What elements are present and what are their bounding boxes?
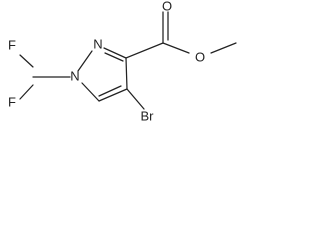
bond-n2-to-c3 <box>103 47 127 59</box>
bond-c4-to-br <box>126 88 145 110</box>
structure-svg: F F N N Br O O <box>8 0 237 123</box>
nitrogen-2-label: N <box>93 36 102 51</box>
nitrogen-1-label: N <box>70 68 79 83</box>
bond-f-top-to-chf2 <box>19 54 34 68</box>
bond-c4-to-c5-double-a <box>98 88 128 102</box>
bond-n2-to-c3-double <box>104 52 124 62</box>
bond-c3-to-c4 <box>125 57 128 90</box>
bond-c4-to-c5-double-b <box>98 85 122 97</box>
bond-c3-to-carbonyl-c <box>125 42 164 59</box>
carbonyl-oxygen-label: O <box>162 0 172 13</box>
ester-oxygen-label: O <box>195 49 205 64</box>
bond-c5-to-n1 <box>81 82 100 102</box>
bond-n1-to-n2 <box>77 50 93 72</box>
bond-f-bottom-to-chf2 <box>19 84 34 100</box>
bond-ester-o-to-methyl <box>210 42 237 54</box>
fluorine-bottom-label: F <box>8 94 16 109</box>
bond-carbonyl-to-ester-o <box>162 42 190 54</box>
bromine-label: Br <box>141 108 155 123</box>
molecule-diagram: F F N N Br O O <box>0 0 242 144</box>
fluorine-top-label: F <box>8 37 16 52</box>
